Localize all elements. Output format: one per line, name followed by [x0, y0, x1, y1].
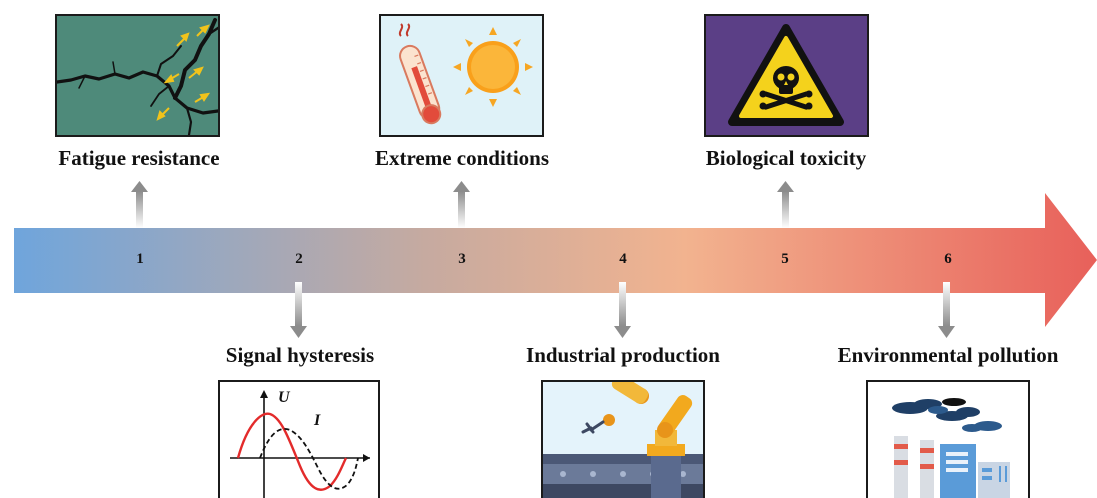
label-extreme-conditions: Extreme conditions: [374, 146, 550, 170]
up-arrow-3: [453, 181, 470, 228]
down-arrow-2: [290, 282, 307, 338]
step-number-6: 6: [944, 251, 952, 267]
step-number-3: 3: [458, 251, 466, 267]
robotic-arm-icon: [541, 380, 705, 498]
step-number-1: 1: [136, 251, 144, 267]
step-number-4: 4: [619, 251, 627, 267]
current-label: I: [314, 412, 321, 429]
voltage-label: U: [278, 389, 290, 406]
cracked-surface-icon: [55, 14, 220, 137]
label-industrial-production: Industrial production: [526, 343, 720, 367]
label-biological-toxicity: Biological toxicity: [705, 146, 867, 170]
hysteresis-waveform-icon: U I: [218, 380, 380, 498]
down-arrow-6: [938, 282, 955, 338]
toxic-hazard-icon: [704, 14, 869, 137]
factory-smoke-icon: [866, 380, 1030, 498]
label-fatigue-resistance: Fatigue resistance: [58, 146, 220, 170]
up-arrow-5: [777, 181, 794, 228]
thermometer-sun-icon: [379, 14, 544, 137]
label-signal-hysteresis: Signal hysteresis: [225, 343, 375, 367]
down-arrow-4: [614, 282, 631, 338]
step-number-2: 2: [295, 251, 303, 267]
label-environmental-pollution: Environmental pollution: [837, 343, 1059, 367]
up-arrow-1: [131, 181, 148, 228]
step-number-5: 5: [781, 251, 789, 267]
